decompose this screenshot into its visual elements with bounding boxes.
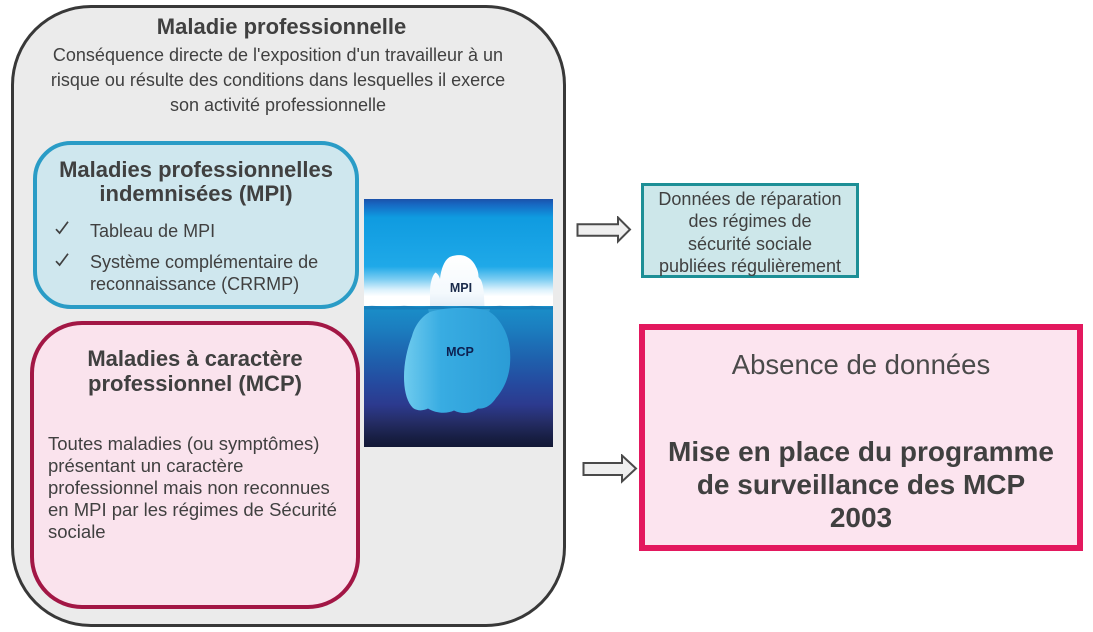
svg-text:MCP: MCP (446, 345, 474, 359)
svg-text:MPI: MPI (450, 281, 472, 295)
